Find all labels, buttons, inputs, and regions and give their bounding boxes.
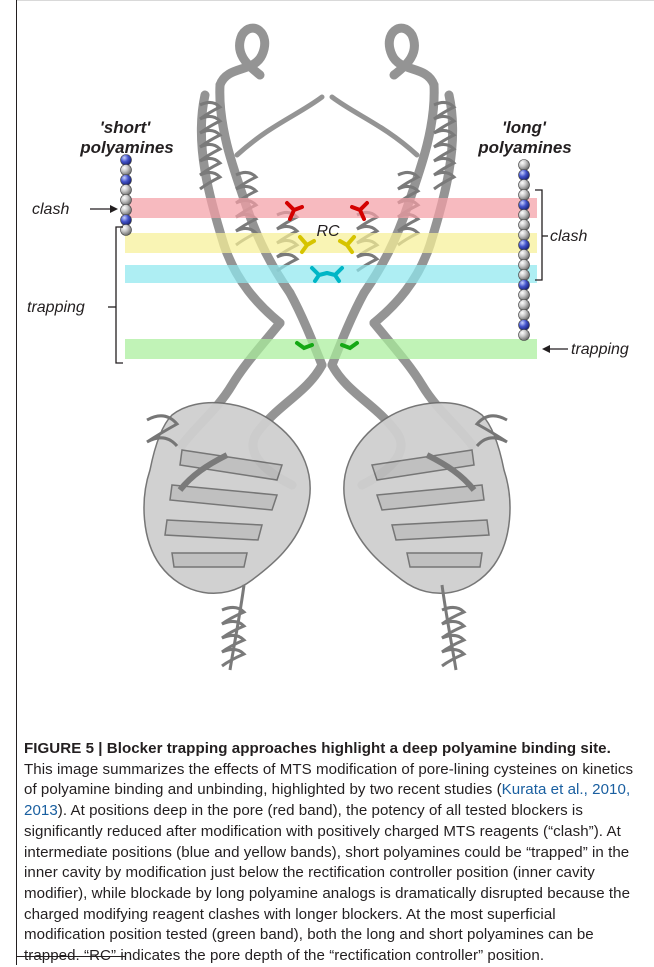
clash-label-left: clash [32, 201, 69, 218]
clash-arrow-head [110, 205, 118, 213]
right-cytoplasmic-domain [344, 403, 510, 594]
left-cytoplasmic-domain [144, 403, 310, 594]
long-label-word: polyamines [477, 138, 572, 157]
bottom-rule [16, 956, 126, 957]
left-trapping-bracket [116, 227, 123, 363]
figure-caption: FIGURE 5 | Blocker trapping approaches h… [24, 739, 636, 967]
trapping-label-right: trapping [571, 341, 629, 358]
rc-label: RC [316, 223, 340, 240]
red-band [125, 198, 537, 218]
caption-label: FIGURE 5 | Blocker trapping approaches h… [24, 740, 611, 757]
green-band [125, 339, 537, 359]
short-polyamine-model [121, 155, 132, 236]
trapping-label-left: trapping [27, 299, 85, 316]
trapping-arrow-head [542, 345, 550, 353]
short-label-word: polyamines [79, 138, 174, 157]
caption-text-after-cite: ). At positions deep in the pore (red ba… [24, 802, 630, 964]
figure-frame-top [16, 0, 654, 1]
clash-label-right: clash [550, 228, 587, 245]
figure-5-illustration: 'short' polyamines 'long' polyamines cla… [22, 5, 632, 725]
long-label-quote: 'long' [502, 118, 547, 137]
short-label-quote: 'short' [100, 118, 152, 137]
figure-frame-left [16, 0, 17, 965]
